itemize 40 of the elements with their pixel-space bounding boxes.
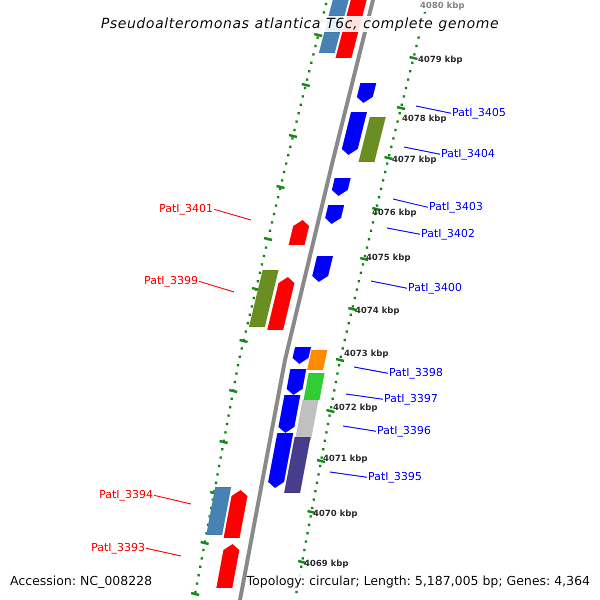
scale-label: 4079 kbp <box>418 56 462 66</box>
genome-info: Topology: circular; Length: 5,187,005 bp; Genes: 4,364 <box>246 574 590 588</box>
leader-line <box>146 548 182 556</box>
gene-label: PatI_3401 <box>159 203 213 216</box>
scale-label: 4077 kbp <box>392 156 436 166</box>
gene-label: PatI_3404 <box>441 148 495 161</box>
gene-label: PatI_3393 <box>91 542 145 555</box>
scale-label: 4073 kbp <box>344 350 388 360</box>
gene-label: PatI_3398 <box>389 367 443 380</box>
scale-label: 4074 kbp <box>355 307 400 317</box>
leader-line <box>386 228 420 235</box>
gene-label: PatI_3405 <box>452 107 506 120</box>
gene-label: PatI_3400 <box>408 282 462 295</box>
scale-label: 4070 kbp <box>313 510 358 520</box>
scale-label: 4076 kbp <box>372 209 416 219</box>
leader-line <box>416 106 452 114</box>
scale-label: 4071 kbp <box>323 455 368 465</box>
scale-label: 4072 kbp <box>333 404 378 414</box>
leader-line <box>404 146 440 155</box>
gene-label: PatI_3402 <box>421 228 475 241</box>
gene-label: PatI_3395 <box>368 471 422 484</box>
leader-line <box>342 426 376 432</box>
gene-label: PatI_3403 <box>429 201 483 214</box>
scale-label: 4075 kbp <box>366 254 410 264</box>
scale-label: 4080 kbp <box>420 2 464 12</box>
leader-line <box>392 198 428 208</box>
gene-label: PatI_3399 <box>144 275 198 288</box>
scale-label: 4069 kbp <box>304 560 348 570</box>
leader-line <box>330 472 368 478</box>
leader-line <box>370 280 408 289</box>
leader-line <box>354 366 388 374</box>
gene-label: PatI_3394 <box>99 489 153 502</box>
leader-line <box>154 494 192 504</box>
leader-line <box>198 280 234 292</box>
leader-line <box>214 208 252 220</box>
leader-line <box>346 394 384 400</box>
accession-label: Accession: NC_008228 <box>10 574 152 588</box>
gene-label: PatI_3397 <box>384 393 438 406</box>
gene-label: PatI_3396 <box>377 425 431 438</box>
scale-label: 4078 kbp <box>402 115 446 125</box>
